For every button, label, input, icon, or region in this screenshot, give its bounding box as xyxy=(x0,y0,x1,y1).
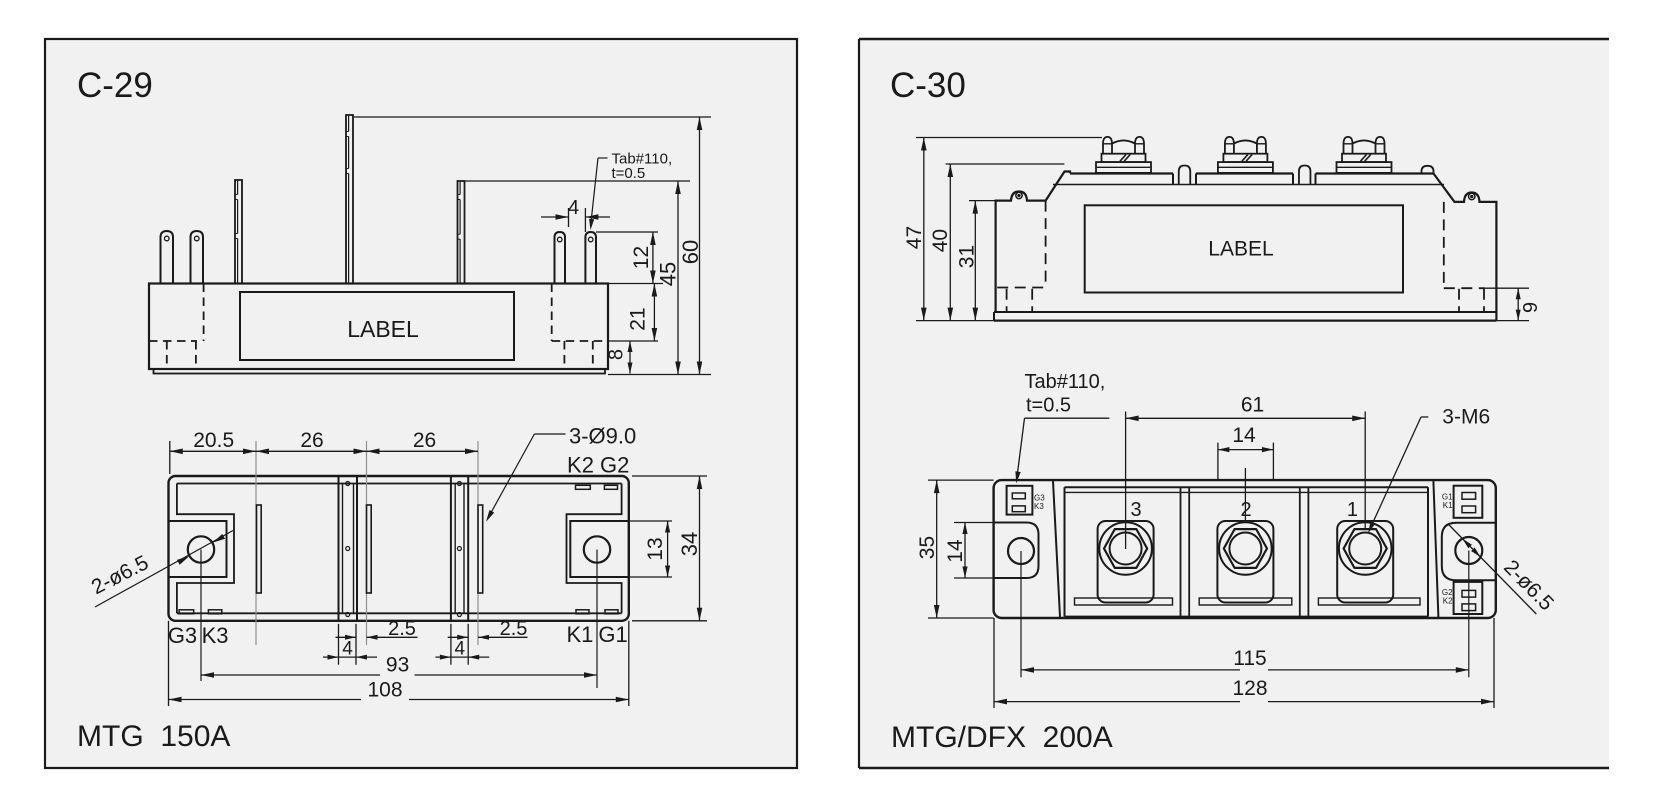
svg-text:K3: K3 xyxy=(202,623,229,648)
svg-text:4: 4 xyxy=(568,197,579,219)
svg-text:G1: G1 xyxy=(1442,493,1453,502)
svg-text:3: 3 xyxy=(1130,499,1141,521)
svg-text:61: 61 xyxy=(1241,394,1264,417)
svg-text:G2: G2 xyxy=(1442,588,1453,597)
svg-text:20.5: 20.5 xyxy=(193,429,234,452)
svg-text:2.5: 2.5 xyxy=(500,618,528,640)
svg-text:LABEL: LABEL xyxy=(347,316,419,342)
svg-text:G2: G2 xyxy=(600,453,629,478)
svg-text:60: 60 xyxy=(678,240,703,264)
svg-text:G3: G3 xyxy=(168,623,197,648)
svg-text:115: 115 xyxy=(1233,647,1266,670)
svg-text:K2: K2 xyxy=(567,453,594,478)
svg-text:MTG 150A: MTG 150A xyxy=(77,720,230,753)
svg-text:K3: K3 xyxy=(1034,502,1044,511)
svg-text:Tab#110,: Tab#110, xyxy=(1025,371,1106,393)
svg-text:1: 1 xyxy=(1347,499,1358,521)
svg-text:14: 14 xyxy=(1232,424,1256,447)
svg-text:t=0.5: t=0.5 xyxy=(1026,395,1071,417)
svg-text:21: 21 xyxy=(627,307,650,330)
svg-text:31: 31 xyxy=(956,245,979,268)
svg-text:3-M6: 3-M6 xyxy=(1442,406,1490,429)
svg-text:K1: K1 xyxy=(566,622,593,647)
svg-text:MTG/DFX 200A: MTG/DFX 200A xyxy=(891,721,1113,754)
svg-text:108: 108 xyxy=(367,679,402,702)
svg-text:8: 8 xyxy=(606,349,628,360)
svg-text:12: 12 xyxy=(630,246,653,269)
svg-text:26: 26 xyxy=(300,429,323,452)
svg-text:K2: K2 xyxy=(1443,597,1453,606)
svg-text:4: 4 xyxy=(342,639,353,660)
svg-text:40: 40 xyxy=(929,229,952,252)
svg-text:45: 45 xyxy=(656,262,681,286)
svg-text:47: 47 xyxy=(903,226,926,249)
svg-text:G3: G3 xyxy=(1034,494,1045,503)
svg-text:Tab#110,: Tab#110, xyxy=(612,151,673,168)
svg-text:LABEL: LABEL xyxy=(1208,238,1273,261)
svg-text:35: 35 xyxy=(916,536,939,559)
svg-text:4: 4 xyxy=(455,639,466,660)
svg-text:9: 9 xyxy=(1520,302,1542,313)
svg-text:G1: G1 xyxy=(598,622,627,647)
svg-text:2.5: 2.5 xyxy=(388,618,416,640)
svg-text:C-29: C-29 xyxy=(77,66,153,105)
svg-text:93: 93 xyxy=(386,654,409,677)
svg-text:K1: K1 xyxy=(1443,501,1453,510)
svg-text:14: 14 xyxy=(944,539,967,563)
svg-text:34: 34 xyxy=(677,532,702,556)
svg-text:128: 128 xyxy=(1232,677,1267,700)
svg-text:13: 13 xyxy=(644,537,667,560)
svg-text:C-30: C-30 xyxy=(890,66,966,105)
svg-text:t=0.5: t=0.5 xyxy=(612,165,646,182)
svg-text:26: 26 xyxy=(413,429,436,452)
svg-text:3-Ø9.0: 3-Ø9.0 xyxy=(569,424,636,449)
